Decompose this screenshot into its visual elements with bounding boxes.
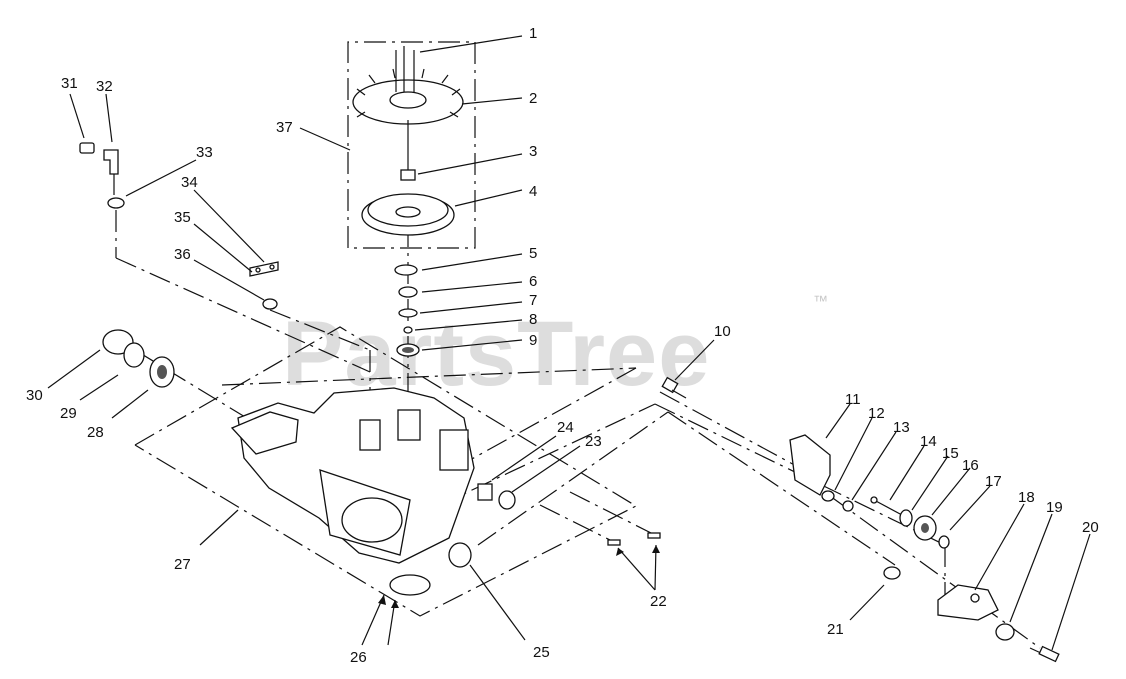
leader-arrows (378, 545, 660, 608)
callout-26: 26 (350, 649, 367, 666)
callout-4: 4 (529, 183, 537, 200)
callout-21: 21 (827, 621, 844, 638)
seal-29 (123, 342, 145, 368)
fan-pulley-boundary (347, 41, 476, 249)
bearing-9 (396, 343, 420, 357)
callout-13: 13 (893, 419, 910, 436)
callout-23: 23 (585, 433, 602, 450)
ring-7 (398, 308, 418, 318)
washer-33 (107, 197, 125, 209)
callout-34: 34 (181, 174, 198, 191)
callout-labels: 1 2 3 4 5 6 7 8 9 10 11 12 13 14 15 16 1… (26, 25, 1099, 666)
nut-19 (995, 623, 1015, 641)
bracket-11 (789, 434, 831, 496)
callout-3: 3 (529, 143, 537, 160)
leader-lines (47, 35, 1091, 651)
callout-14: 14 (920, 433, 937, 450)
bearing-16 (913, 515, 937, 541)
washer-8 (403, 326, 413, 334)
washer-23 (498, 490, 516, 510)
washer-17 (938, 535, 950, 549)
callout-15: 15 (942, 445, 959, 462)
callout-29: 29 (60, 405, 77, 422)
fan-2 (352, 46, 464, 170)
washer-36 (262, 298, 278, 310)
callout-22: 22 (650, 593, 667, 610)
callout-33: 33 (196, 144, 213, 161)
washer-21 (883, 566, 901, 580)
callout-28: 28 (87, 424, 104, 441)
callout-32: 32 (96, 78, 113, 95)
pulley-4 (361, 193, 455, 236)
fitting-31 (79, 142, 95, 154)
callout-17: 17 (985, 473, 1002, 490)
spacer-12 (821, 490, 835, 502)
bolt-10 (661, 376, 687, 399)
retaining-ring-5 (394, 264, 418, 276)
callout-12: 12 (868, 405, 885, 422)
bolt-14 (870, 496, 903, 516)
washer-6 (398, 286, 418, 298)
callout-31: 31 (61, 75, 78, 92)
callout-2: 2 (529, 90, 537, 107)
bushing-24 (477, 483, 493, 501)
callout-20: 20 (1082, 519, 1099, 536)
nut-3 (400, 169, 416, 181)
callout-9: 9 (529, 332, 537, 349)
callout-37: 37 (276, 119, 293, 136)
callout-35: 35 (174, 209, 191, 226)
pins-22 (607, 532, 661, 546)
callout-10: 10 (714, 323, 731, 340)
callout-36: 36 (174, 246, 191, 263)
callout-18: 18 (1018, 489, 1035, 506)
callout-1: 1 (529, 25, 537, 42)
elbow-32 (103, 149, 119, 195)
callout-16: 16 (962, 457, 979, 474)
callout-24: 24 (557, 419, 574, 436)
callout-5: 5 (529, 245, 537, 262)
seal-25 (448, 542, 472, 568)
nut-13 (842, 500, 854, 512)
callout-11: 11 (845, 391, 861, 408)
watermark-trademark: ™ (813, 293, 828, 310)
callout-25: 25 (533, 644, 550, 661)
arm-18 (937, 584, 999, 621)
callout-27: 27 (174, 556, 191, 573)
callout-8: 8 (529, 311, 537, 328)
plate-35 (249, 261, 279, 277)
callout-30: 30 (26, 387, 43, 404)
transaxle-housing (230, 387, 475, 596)
watermark-text: PartsTree (282, 303, 710, 405)
callout-6: 6 (529, 273, 537, 290)
washer-15 (899, 509, 913, 527)
bolt-20 (1029, 645, 1060, 663)
callout-7: 7 (529, 292, 537, 309)
callout-19: 19 (1046, 499, 1063, 516)
bearing-28 (149, 356, 175, 388)
